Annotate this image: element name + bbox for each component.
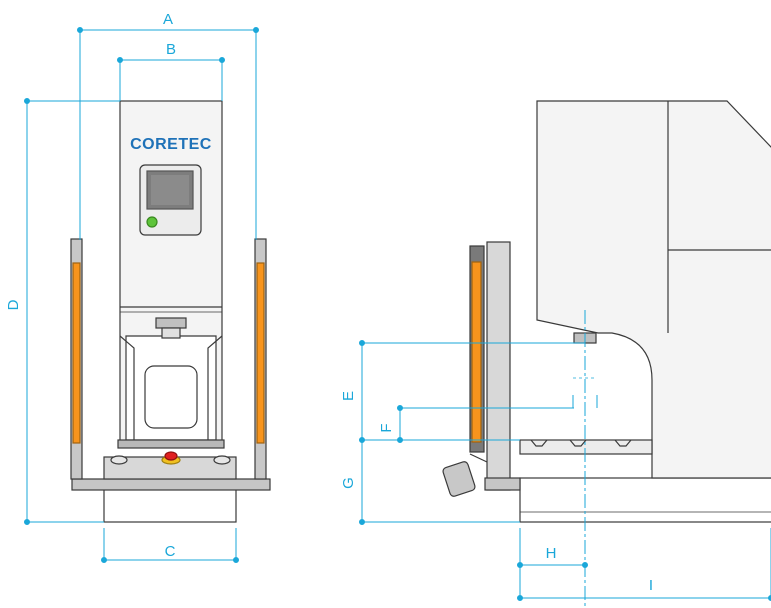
- right-sensor-strip: [256, 262, 265, 444]
- left-sensor-strip: [72, 262, 81, 444]
- dim-label-b: B: [166, 41, 176, 58]
- dim-label-h: H: [546, 545, 557, 562]
- front-ram: [155, 317, 187, 329]
- side-column: [486, 241, 511, 491]
- brand-logo: CORETEC: [130, 136, 212, 153]
- front-base-foot: [103, 484, 237, 523]
- front-table: [71, 478, 271, 491]
- side-sensor-strip: [471, 261, 482, 443]
- side-view: [442, 100, 771, 523]
- front-left-knob: [110, 455, 128, 465]
- side-c-frame: [536, 100, 771, 479]
- side-control-box: [442, 461, 476, 497]
- dim-label-a: A: [163, 11, 173, 28]
- dim-label-f: F: [378, 423, 395, 432]
- side-bed: [519, 439, 653, 455]
- dim-label-g: G: [340, 477, 357, 489]
- front-window: [144, 365, 198, 429]
- front-right-knob: [213, 455, 231, 465]
- front-view: [70, 100, 271, 523]
- stop-button-icon: [164, 451, 178, 461]
- side-base: [519, 477, 771, 523]
- dim-label-c: C: [165, 543, 176, 560]
- dimension-lines: [24, 27, 771, 606]
- dim-label-i: I: [649, 577, 653, 594]
- dim-label-e: E: [340, 391, 357, 401]
- dim-label-d: D: [5, 299, 22, 310]
- status-led-icon: [146, 216, 158, 228]
